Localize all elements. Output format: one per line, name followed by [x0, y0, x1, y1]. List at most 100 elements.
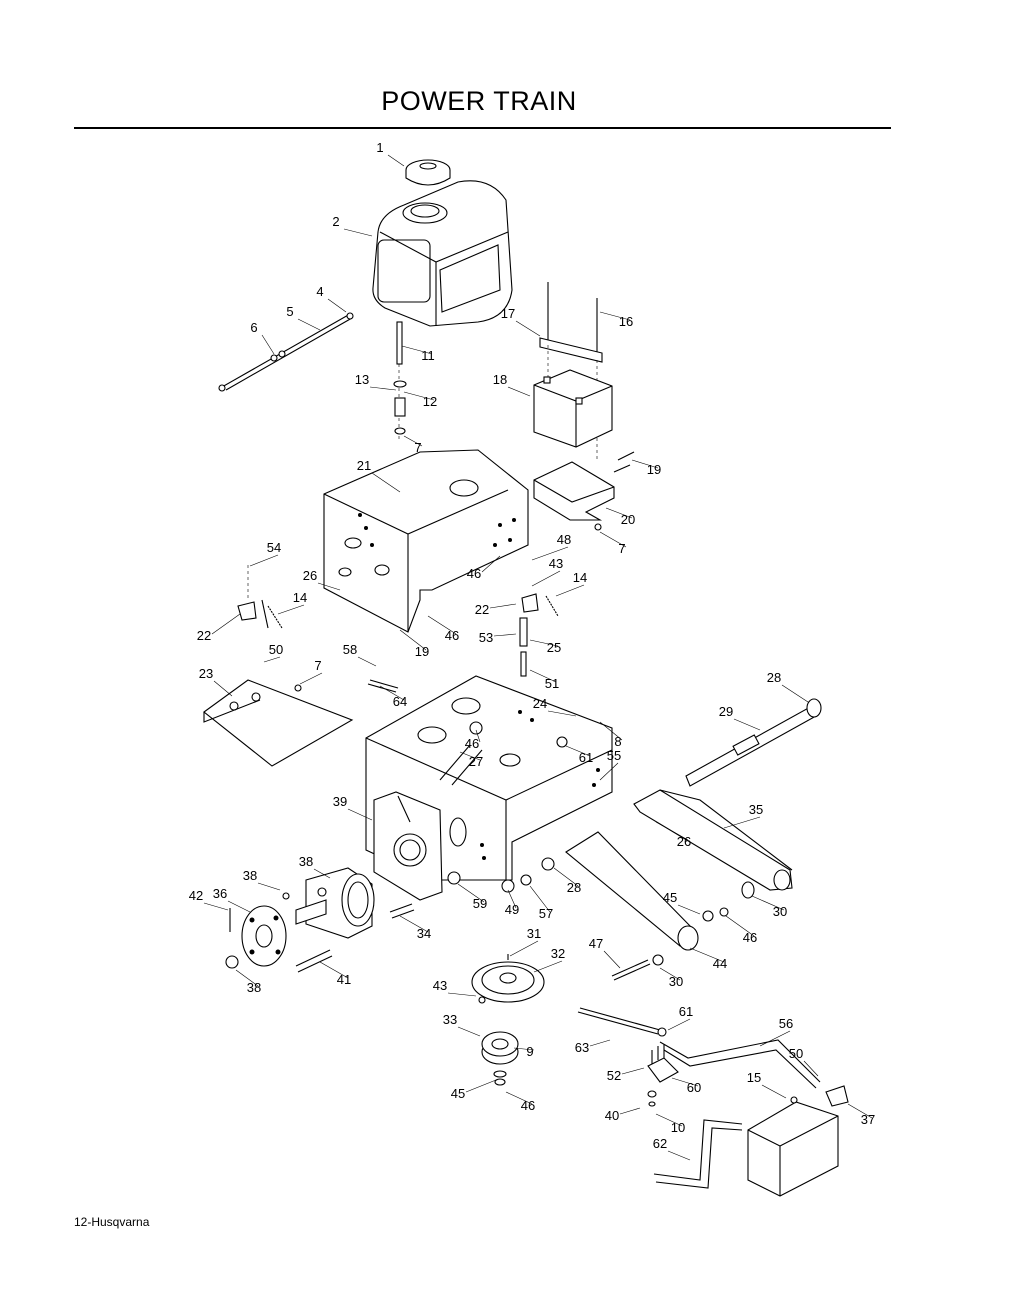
callout-number: 22 — [197, 628, 211, 643]
callout-number: 45 — [451, 1086, 465, 1101]
callout-leader-line — [313, 868, 331, 879]
callout-number: 16 — [619, 314, 633, 329]
callout-leader-line — [847, 1103, 873, 1119]
callout-number: 26 — [677, 834, 691, 849]
callout-leader-line — [515, 320, 541, 337]
page-title: POWER TRAIN — [381, 86, 577, 116]
callout-number: 41 — [337, 972, 351, 987]
callout-leader-line — [369, 386, 397, 391]
callout-number: 63 — [575, 1040, 589, 1055]
callout-number: 23 — [199, 666, 213, 681]
callout-leader-line — [457, 883, 485, 903]
callout-leader-line — [277, 604, 305, 615]
callout-leader-line — [529, 669, 557, 683]
callout-leader-line — [599, 311, 631, 321]
callout-leader-line — [403, 391, 435, 401]
callout-leader-line — [465, 1079, 497, 1093]
callout-leader-line — [513, 1047, 535, 1051]
callout-number: 45 — [663, 890, 677, 905]
callout-number: 62 — [653, 1136, 667, 1151]
callout-number: 30 — [773, 904, 787, 919]
callout-leader-line — [655, 821, 689, 841]
callout-leader-line — [357, 656, 377, 667]
callout-leader-line — [203, 902, 229, 911]
callout-number: 13 — [355, 372, 369, 387]
callout-number: 8 — [614, 734, 621, 749]
callout-number: 19 — [415, 644, 429, 659]
callout-number: 33 — [443, 1012, 457, 1027]
callout-number: 27 — [469, 754, 483, 769]
callout-number: 4 — [316, 284, 323, 299]
callout-number: 43 — [433, 978, 447, 993]
callout-leader-line — [531, 570, 561, 587]
callout-number: 42 — [189, 888, 203, 903]
callout-leader-line — [475, 729, 481, 743]
callout-number: 10 — [671, 1120, 685, 1135]
callout-number: 51 — [545, 676, 559, 691]
part-control-handle — [577, 1007, 821, 1089]
callout-number: 1 — [376, 140, 383, 155]
callout-leader-line — [677, 904, 701, 915]
leader-lines — [203, 154, 873, 1161]
part-axle-tube — [685, 698, 822, 787]
callout-number: 47 — [589, 936, 603, 951]
callout-leader-line — [803, 1060, 819, 1077]
callout-number: 38 — [299, 854, 313, 869]
callout-number: 61 — [679, 1004, 693, 1019]
callout-leader-line — [599, 762, 619, 781]
callout-number: 20 — [621, 512, 635, 527]
callout-number: 28 — [567, 880, 581, 895]
callout-leader-line — [257, 882, 281, 891]
callout-leader-line — [379, 685, 405, 701]
callout-leader-line — [723, 816, 761, 829]
callout-leader-line — [667, 1150, 691, 1161]
callout-number: 38 — [243, 868, 257, 883]
callout-number: 46 — [445, 628, 459, 643]
callout-leader-line — [457, 1026, 481, 1037]
callout-leader-line — [401, 345, 433, 355]
callout-number: 61 — [579, 750, 593, 765]
callout-leader-line — [507, 889, 517, 909]
callout-number: 43 — [549, 556, 563, 571]
callout-number: 19 — [647, 462, 661, 477]
callout-number: 14 — [573, 570, 587, 585]
part-battery-box — [747, 1085, 849, 1197]
callout-number: 36 — [213, 886, 227, 901]
callout-number: 46 — [467, 566, 481, 581]
callout-leader-line — [387, 154, 405, 167]
part-motor-mount-plate — [373, 791, 443, 901]
callout-leader-line — [667, 1018, 691, 1031]
callout-leader-line — [459, 751, 481, 761]
part-swing-arm — [633, 789, 793, 899]
callout-leader-line — [481, 555, 501, 573]
callout-number: 6 — [250, 320, 257, 335]
callout-number: 21 — [357, 458, 371, 473]
callout-leader-line — [403, 435, 423, 447]
callout-number: 24 — [533, 696, 547, 711]
callout-leader-line — [761, 1084, 787, 1099]
callout-number: 40 — [605, 1108, 619, 1123]
page-footer: 12-Husqvarna — [74, 1215, 150, 1229]
callout-number: 15 — [747, 1070, 761, 1085]
callout-leader-line — [553, 867, 579, 887]
callout-number: 34 — [417, 926, 431, 941]
part-handle-rod — [653, 1119, 743, 1189]
callout-number: 29 — [719, 704, 733, 719]
callout-number: 22 — [475, 602, 489, 617]
callout-leader-line — [327, 298, 347, 313]
callout-leader-line — [507, 386, 531, 397]
callout-leader-line — [733, 718, 761, 731]
callout-number: 48 — [557, 532, 571, 547]
part-upper-frame — [323, 449, 529, 633]
callout-leader-line — [297, 318, 321, 331]
callout-leader-line — [235, 969, 259, 987]
callout-leader-line — [399, 915, 429, 933]
part-shield-plate — [203, 679, 354, 767]
part-switch — [647, 1044, 679, 1107]
part-idler-pulley — [481, 1031, 519, 1086]
callout-number: 39 — [333, 794, 347, 809]
callout-number: 17 — [501, 306, 515, 321]
callout-number: 64 — [393, 694, 407, 709]
callout-number: 50 — [789, 1046, 803, 1061]
